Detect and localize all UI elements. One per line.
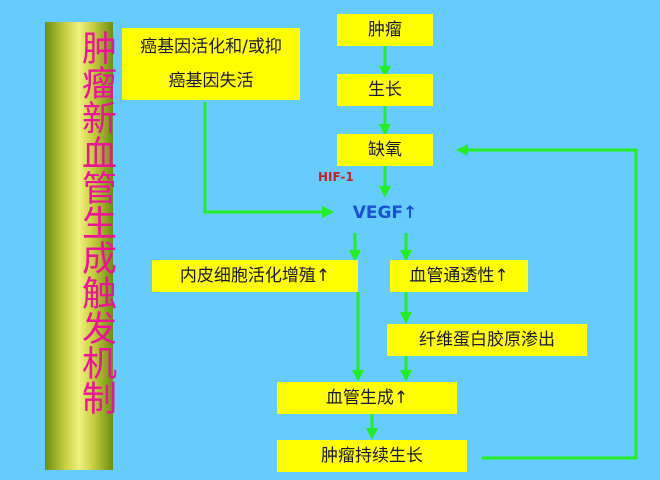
node-growth: 生长 [337,74,433,106]
node-tumor: 肿瘤 [337,14,433,46]
node-hypoxia: 缺氧 [337,134,433,166]
node-endothelial: 内皮细胞活化增殖↑ [152,260,358,292]
arrow-feedback [456,144,638,460]
node-sustained-growth: 肿瘤持续生长 [277,440,467,472]
node-angiogenesis: 血管生成↑ [277,382,457,414]
node-permeability: 血管通透性↑ [390,260,528,292]
node-oncogene: 癌基因活化和/或抑癌基因失活 [122,28,300,100]
arrow-oncogene-vegf [203,102,334,218]
node-fibrin: 纤维蛋白胶原渗出 [387,324,587,356]
banner-title: 肿瘤新血管生成触发机制 [76,30,116,415]
hif-label: HIF-1 [318,170,354,184]
title-banner: 肿瘤新血管生成触发机制 [45,22,116,470]
node-vegf: VEGF↑ [352,203,418,223]
